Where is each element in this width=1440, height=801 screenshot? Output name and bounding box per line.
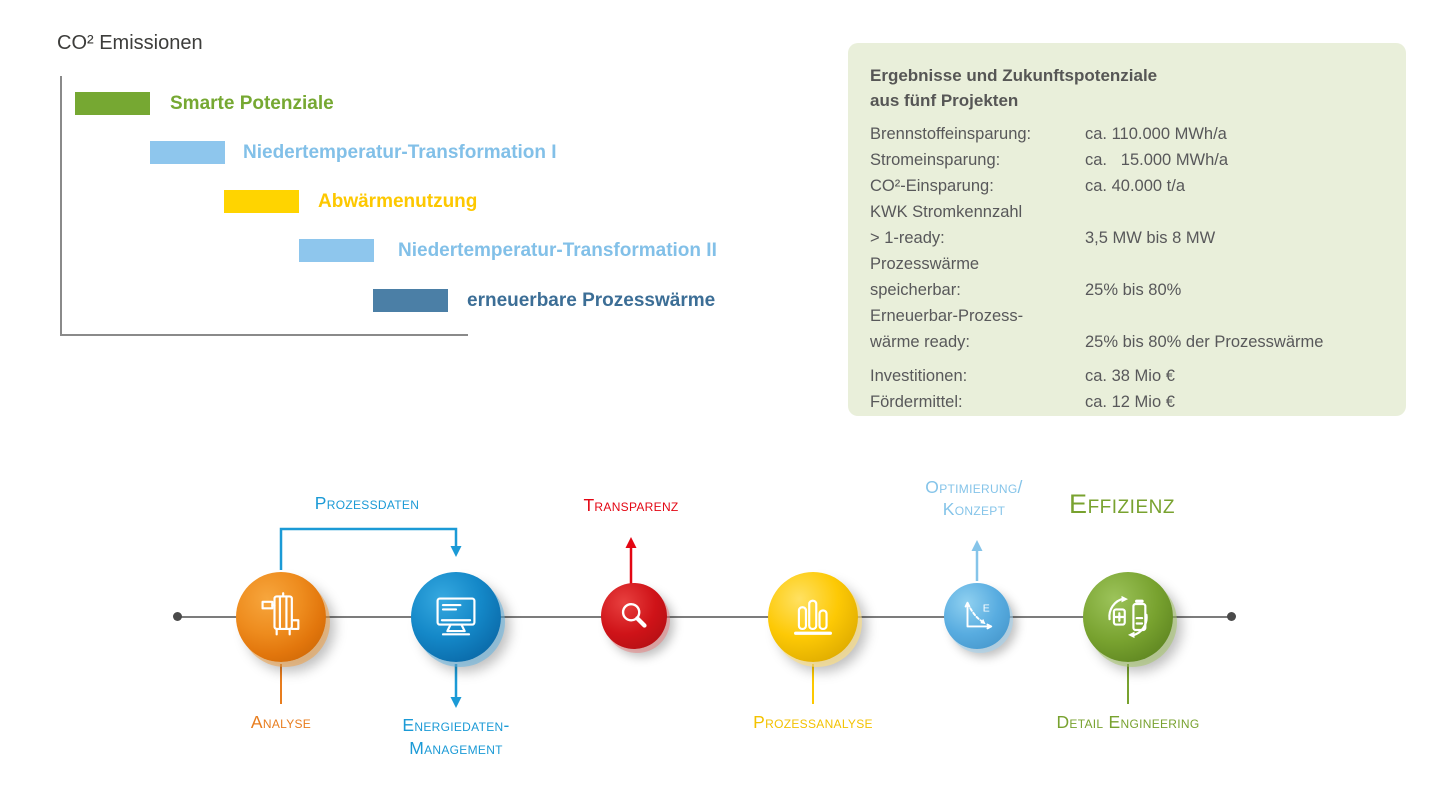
timeline-end-dot: [1227, 612, 1236, 621]
node-prozessanalyse: [768, 572, 858, 662]
result-row: Investitionen: ca. 38 Mio €: [870, 363, 1384, 389]
label-energiedaten-management: Energiedaten- Management: [402, 714, 509, 760]
timeline-start-dot: [173, 612, 182, 621]
label-optimierung-konzept: Optimierung/ Konzept: [925, 476, 1022, 520]
label-prozessanalyse: Prozessanalyse: [753, 712, 873, 732]
result-row: Erneuerbar-Prozess-: [870, 303, 1384, 329]
label-detail-engineering: Detail Engineering: [1056, 712, 1200, 732]
result-row: Prozesswärme: [870, 251, 1384, 277]
node-analyse: [236, 572, 326, 662]
result-label: speicherbar:: [870, 281, 961, 299]
node-detail-engineering: [1083, 572, 1173, 662]
label-transparenz: Transparenz: [583, 495, 679, 515]
energy-storage-icon: [1102, 591, 1154, 643]
magnifier-icon: [615, 597, 653, 635]
result-label: Erneuerbar-Prozess-: [870, 307, 1024, 325]
result-label: CO²-Einsparung:: [870, 177, 994, 195]
bar-niedertemperatur-2: [299, 239, 374, 262]
results-panel-title: Ergebnisse und Zukunftspotenziale aus fü…: [870, 63, 1384, 113]
result-label: Fördermittel:: [870, 393, 963, 411]
prozessdaten-bracket-arrow: [279, 527, 462, 570]
result-label: Stromeinsparung:: [870, 151, 1001, 169]
bar-erneuerbare-prozesswaerme: [373, 289, 448, 312]
optimierung-up-arrow: [971, 540, 983, 581]
result-value: ca. 12 Mio €: [1085, 393, 1175, 411]
bar-label-smarte-potenziale: Smarte Potenziale: [170, 93, 334, 114]
bar-abwaermenutzung: [224, 190, 299, 213]
bar-smarte-potenziale: [75, 92, 150, 115]
result-label: Investitionen:: [870, 367, 968, 385]
result-label: Brennstoffeinsparung:: [870, 125, 1032, 143]
result-row: speicherbar: 25% bis 80%: [870, 277, 1384, 303]
result-value: 25% bis 80% der Prozesswärme: [1085, 333, 1324, 351]
bar-label-niedertemperatur-2: Niedertemperatur-Transformation II: [398, 240, 717, 261]
energiedaten-down-arrow: [450, 664, 462, 708]
chart-x-axis: [60, 334, 468, 336]
results-panel-title-line2: aus fünf Projekten: [870, 91, 1019, 110]
results-panel-title-line1: Ergebnisse und Zukunftspotenziale: [870, 66, 1158, 85]
result-row: CO²-Einsparung: ca. 40.000 t/a: [870, 173, 1384, 199]
result-label: Prozesswärme: [870, 255, 980, 273]
chart-y-axis: [60, 76, 62, 336]
result-value: 25% bis 80%: [1085, 281, 1182, 299]
bar-label-erneuerbare-prozesswaerme: erneuerbare Prozesswärme: [467, 290, 716, 311]
result-row: Stromeinsparung: ca. 15.000 MWh/a: [870, 147, 1384, 173]
result-label: > 1-ready:: [870, 229, 945, 247]
label-energiedaten-line1: Energiedaten-: [402, 715, 510, 735]
result-label: wärme ready:: [870, 333, 970, 351]
label-energiedaten-line2: Management: [409, 738, 503, 758]
optimization-graph-icon: E: [958, 597, 996, 635]
computer-icon: [430, 591, 482, 643]
label-optimierung-line2: Konzept: [942, 499, 1006, 519]
label-prozessdaten: Prozessdaten: [314, 493, 420, 513]
label-effizienz: Effizienz: [1069, 489, 1175, 519]
result-label: KWK Stromkennzahl: [870, 203, 1023, 221]
result-row: wärme ready: 25% bis 80% der Prozesswärme: [870, 329, 1384, 355]
result-value: ca. 40.000 t/a: [1085, 177, 1185, 195]
process-columns-icon: [787, 591, 839, 643]
bar-label-abwaermenutzung: Abwärmenutzung: [318, 191, 478, 212]
result-row: KWK Stromkennzahl: [870, 199, 1384, 225]
node-optimierung-konzept: E: [944, 583, 1010, 649]
node-transparenz: [601, 583, 667, 649]
result-row: Brennstoffeinsparung: ca. 110.000 MWh/a: [870, 121, 1384, 147]
result-row: > 1-ready: 3,5 MW bis 8 MW: [870, 225, 1384, 251]
bar-niedertemperatur-1: [150, 141, 225, 164]
result-value: ca. 110.000 MWh/a: [1085, 125, 1227, 143]
chart-title: CO² Emissionen: [57, 32, 203, 54]
label-analyse: Analyse: [250, 712, 312, 732]
result-value: 3,5 MW bis 8 MW: [1085, 229, 1216, 247]
result-value: ca. 38 Mio €: [1085, 367, 1175, 385]
label-optimierung-line1: Optimierung/: [925, 477, 1023, 497]
node-energiedaten-management: [411, 572, 501, 662]
timeline-line: [178, 616, 1232, 618]
svg-text:E: E: [983, 603, 990, 614]
bar-label-niedertemperatur-1: Niedertemperatur-Transformation I: [243, 142, 557, 163]
results-panel: Ergebnisse und Zukunftspotenziale aus fü…: [848, 43, 1406, 416]
furnace-icon: [255, 591, 307, 643]
result-value: ca. 15.000 MWh/a: [1085, 151, 1229, 169]
transparenz-up-arrow: [625, 537, 637, 585]
result-row: Fördermittel: ca. 12 Mio €: [870, 389, 1384, 415]
